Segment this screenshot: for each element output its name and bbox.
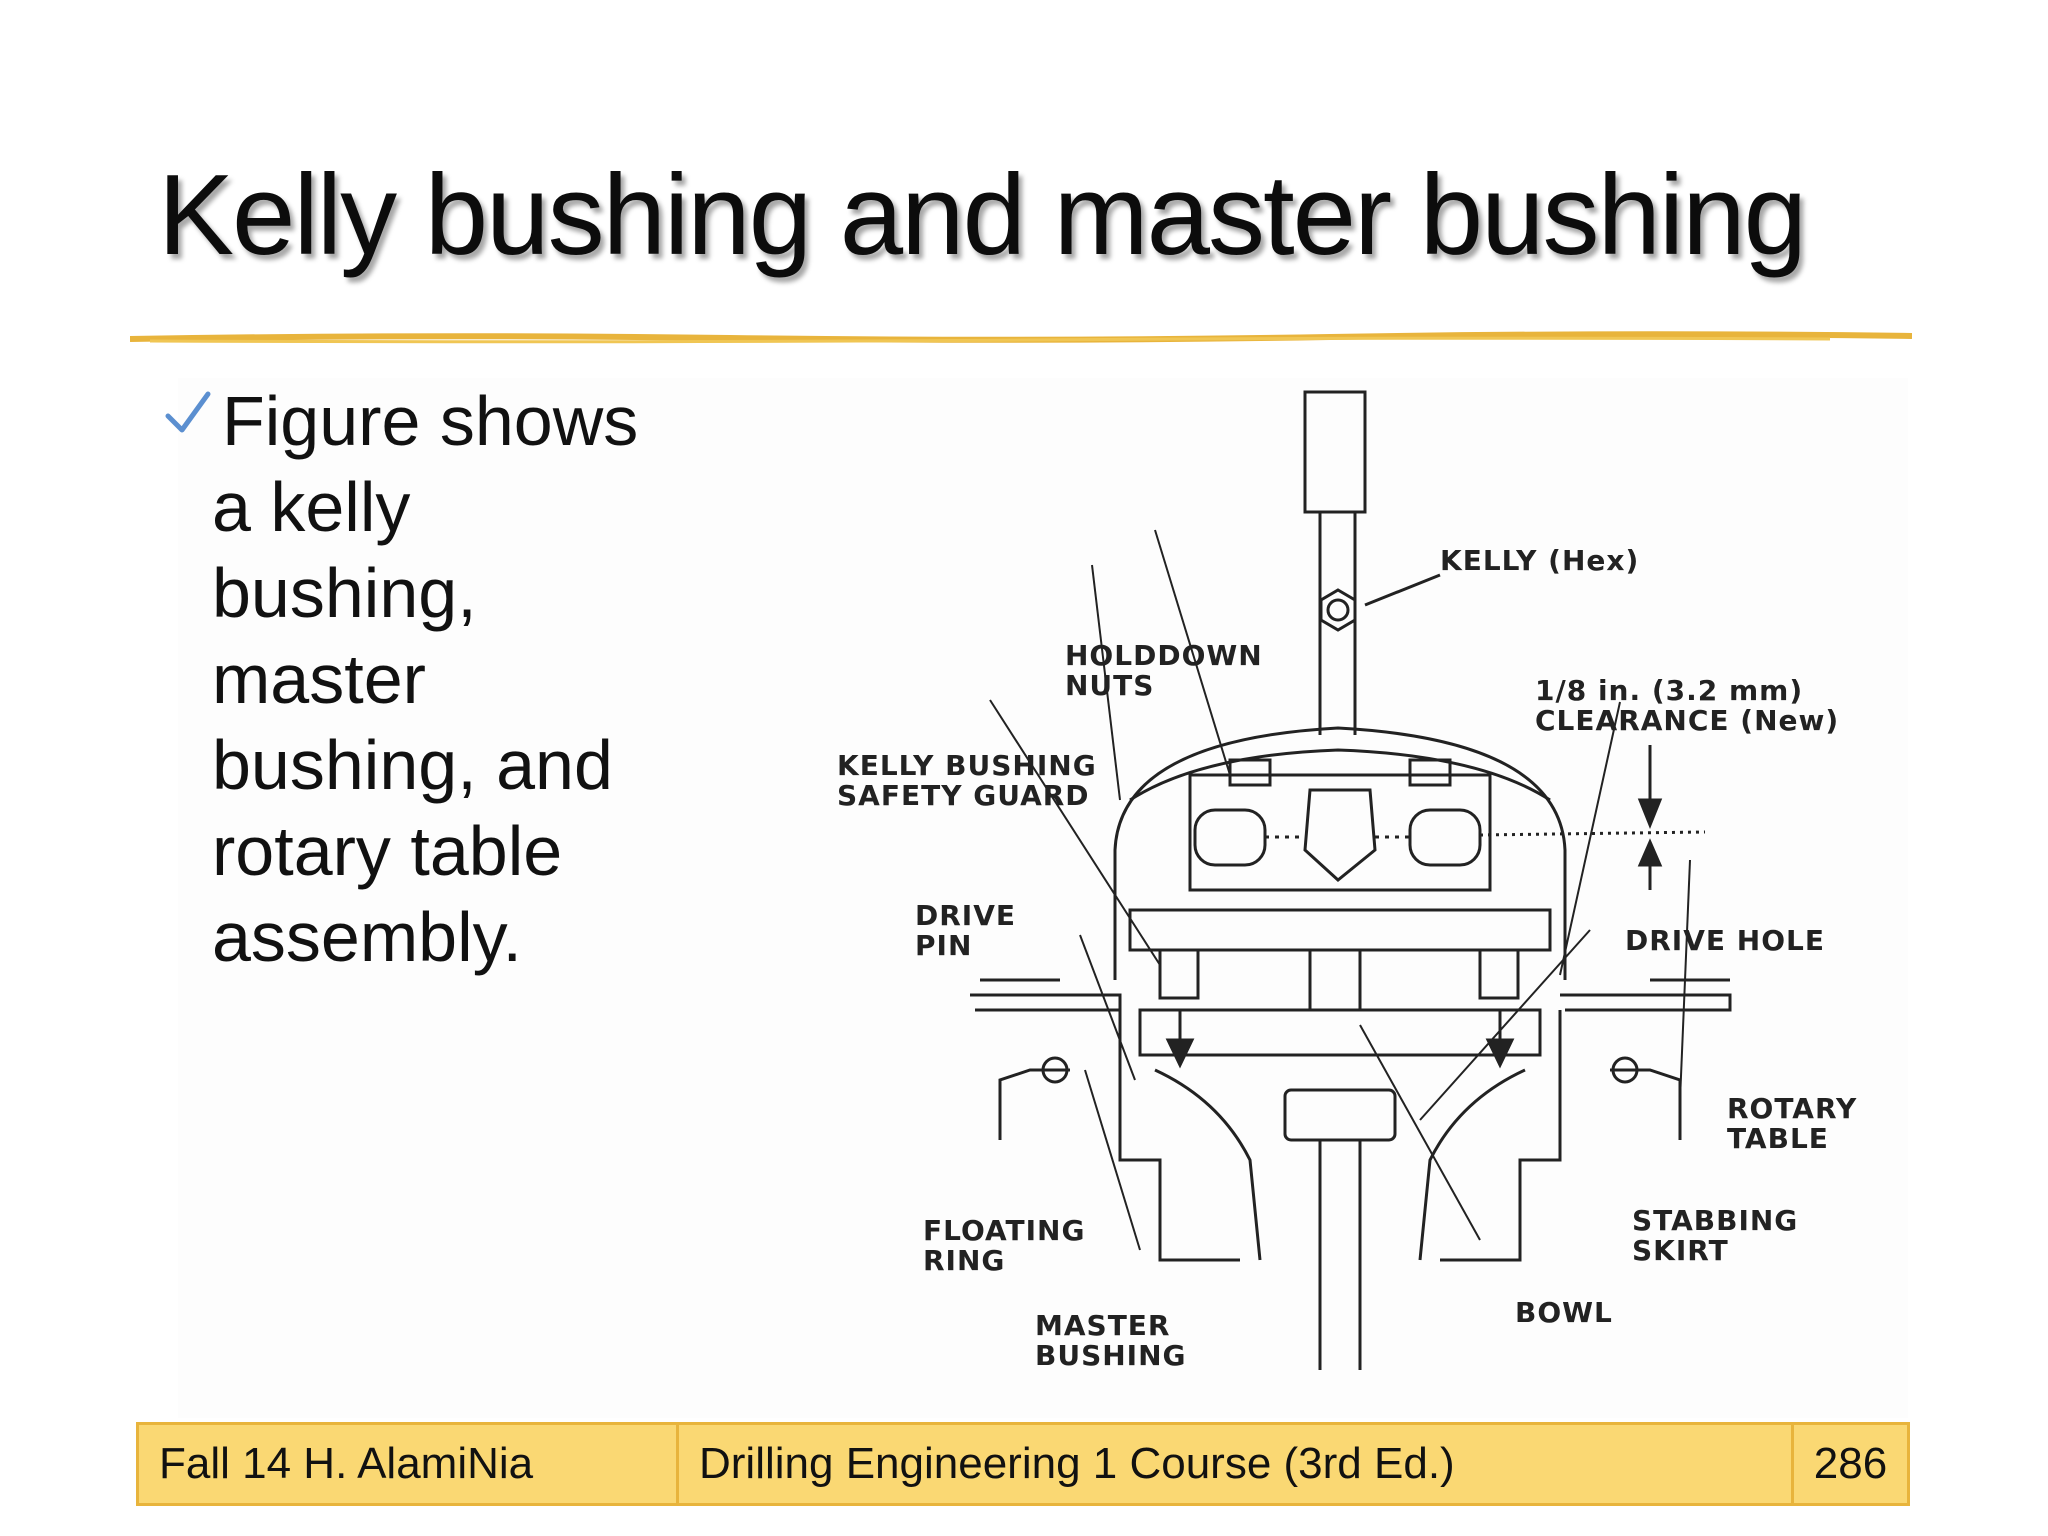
- bullet-line: master: [212, 640, 426, 718]
- label-rotary-table: ROTARY: [1727, 1092, 1857, 1125]
- label-safety-guard: SAFETY GUARD: [837, 779, 1090, 812]
- kelly-bushing-diagram: KELLY (Hex) HOLDDOWN NUTS 1/8 in. (3.2 m…: [800, 380, 1900, 1380]
- label-holddown: NUTS: [1065, 669, 1154, 702]
- bullet-line: assembly.: [212, 898, 522, 976]
- bullet-line: bushing, and: [212, 726, 613, 804]
- title-underline: [130, 331, 1912, 344]
- label-holddown: HOLDDOWN: [1065, 639, 1263, 672]
- label-clearance: CLEARANCE (New): [1535, 704, 1839, 737]
- label-drive-pin: DRIVE: [915, 899, 1016, 932]
- label-safety-guard: KELLY BUSHING: [837, 749, 1097, 782]
- bullet-line: bushing,: [212, 554, 477, 632]
- label-bowl: BOWL: [1515, 1296, 1613, 1329]
- label-drive-pin: PIN: [915, 929, 972, 962]
- checkmark-icon: [165, 391, 211, 433]
- label-stabbing-skirt: SKIRT: [1632, 1234, 1729, 1267]
- bullet-point: Figure shows a kelly bushing, master bus…: [162, 378, 682, 980]
- label-drive-hole: DRIVE HOLE: [1625, 924, 1825, 957]
- page-number: 286: [1813, 1439, 1888, 1488]
- slide-footer: Fall 14 H. AlamiNia Drilling Engineering…: [136, 1422, 1910, 1506]
- label-floating-ring: FLOATING: [923, 1214, 1085, 1247]
- figure-background: [178, 378, 1908, 1418]
- bullet-text: Figure shows a kelly bushing, master bus…: [162, 378, 682, 980]
- label-floating-ring: RING: [923, 1244, 1005, 1277]
- label-kelly: KELLY (Hex): [1440, 544, 1639, 577]
- label-rotary-table: TABLE: [1727, 1122, 1829, 1155]
- label-master-bushing: BUSHING: [1035, 1339, 1187, 1372]
- bullet-line: a kelly: [212, 468, 411, 546]
- bullet-line: Figure shows: [222, 382, 639, 460]
- label-master-bushing: MASTER: [1035, 1309, 1171, 1342]
- bullet-line: rotary table: [212, 812, 563, 890]
- label-stabbing-skirt: STABBING: [1632, 1204, 1798, 1237]
- label-clearance: 1/8 in. (3.2 mm): [1535, 674, 1803, 707]
- footer-course: Drilling Engineering 1 Course (3rd Ed.): [679, 1425, 1794, 1503]
- slide-title: Kelly bushing and master bushing: [158, 152, 1807, 279]
- footer-author: Fall 14 H. AlamiNia: [139, 1425, 679, 1503]
